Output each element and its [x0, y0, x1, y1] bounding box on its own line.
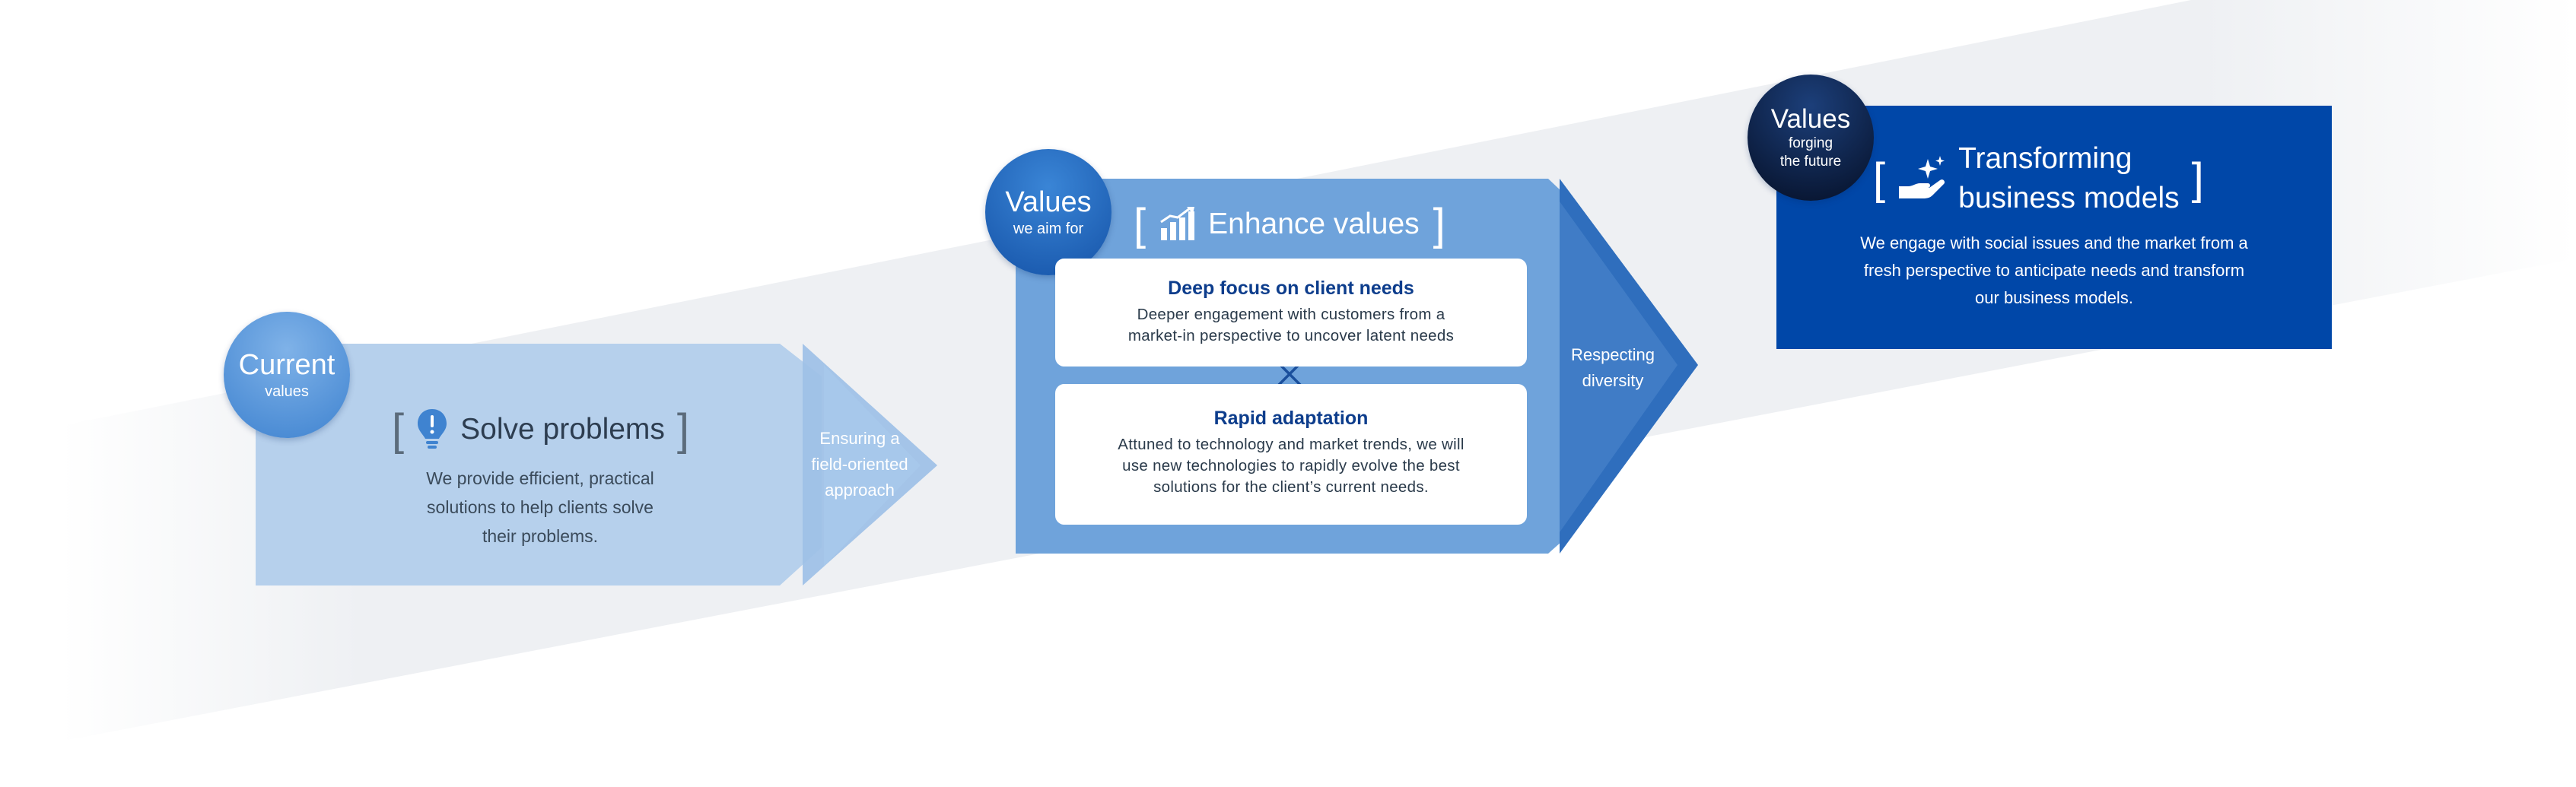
card-deep-focus: Deep focus on client needs Deeper engage…: [1055, 259, 1527, 367]
card-rapid-adaptation: Rapid adaptation Attuned to technology a…: [1055, 384, 1527, 525]
connector-second-label: Respecting diversity: [1570, 345, 1655, 390]
badge-current: Current values: [224, 312, 350, 438]
stage1-box: [256, 344, 822, 585]
hand-sparkle-icon: [1899, 156, 1945, 198]
stage1-body: We provide efficient, practical solution…: [426, 468, 654, 546]
lightbulb-icon: [418, 409, 447, 449]
bar-chart-icon: [1160, 207, 1195, 240]
connector-first-label: Ensuring a field-oriented approach: [811, 429, 908, 500]
badge-future: Values forging the future: [1748, 75, 1874, 201]
badge-aim: Values we aim for: [985, 149, 1111, 275]
stage3-body: We engage with social issues and the mar…: [1860, 233, 2248, 307]
stage1-title: [ Solve problems ]: [392, 405, 690, 455]
stage2-title: [ Enhance values ]: [1134, 199, 1445, 249]
stage3-title: [ Transforming business models ]: [1873, 142, 2204, 214]
